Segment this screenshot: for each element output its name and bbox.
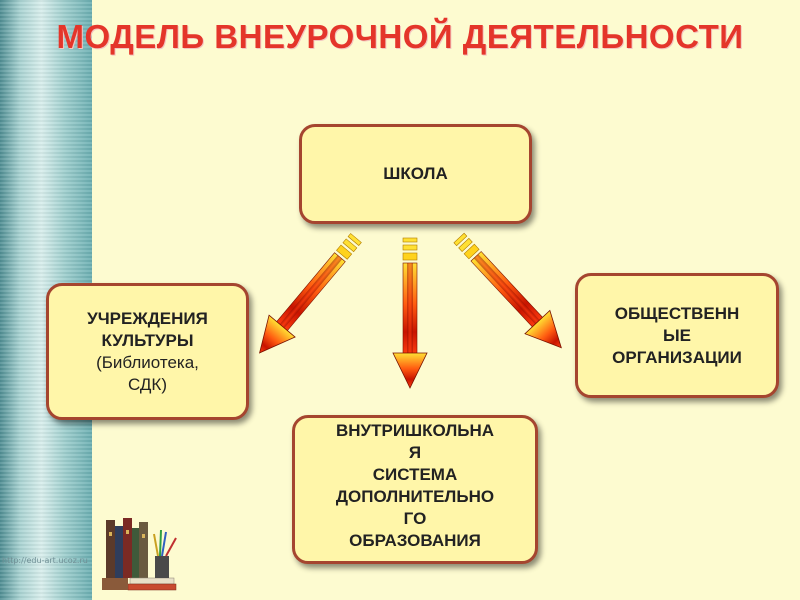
node-school-label: ШКОЛА	[383, 164, 448, 183]
node-internal-line4: ДОПОЛНИТЕЛЬНО	[335, 487, 495, 506]
node-school: ШКОЛА	[299, 124, 532, 224]
books-icon	[102, 518, 177, 591]
node-internal-line5: ГО	[403, 509, 427, 528]
watermark-url: http://edu-art.ucoz.ru	[2, 556, 88, 565]
node-culture-line4: СДК)	[128, 374, 167, 394]
node-culture-line3: (Библиотека,	[96, 352, 199, 372]
node-culture-line1: УЧРЕЖДЕНИЯ	[87, 308, 208, 328]
node-internal-line6: ОБРАЗОВАНИЯ	[349, 531, 481, 550]
node-public-line1: ОБЩЕСТВЕНН	[614, 303, 740, 323]
arrow-down-icon	[392, 237, 428, 389]
node-public-line2: ЫЕ	[663, 325, 691, 345]
node-culture-institutions: УЧРЕЖДЕНИЯ КУЛЬТУРЫ (Библиотека, СДК)	[46, 283, 249, 420]
node-internal-system: ВНУТРИШКОЛЬНА Я СИСТЕМА ДОПОЛНИТЕЛЬНО ГО…	[292, 415, 538, 564]
slide-title: МОДЕЛЬ ВНЕУРОЧНОЙ ДЕЯТЕЛЬНОСТИ	[56, 18, 744, 55]
arrow-down-left-icon	[246, 226, 370, 365]
node-culture-line2: КУЛЬТУРЫ	[101, 330, 194, 350]
node-internal-line1: ВНУТРИШКОЛЬНА	[335, 421, 495, 440]
node-public-organizations: ОБЩЕСТВЕНН ЫЕ ОРГАНИЗАЦИИ	[575, 273, 779, 398]
node-internal-line3: СИСТЕМА	[372, 465, 458, 484]
arrow-down-right-icon	[446, 225, 575, 360]
node-internal-line2: Я	[408, 443, 422, 462]
node-public-line3: ОРГАНИЗАЦИИ	[612, 347, 742, 367]
